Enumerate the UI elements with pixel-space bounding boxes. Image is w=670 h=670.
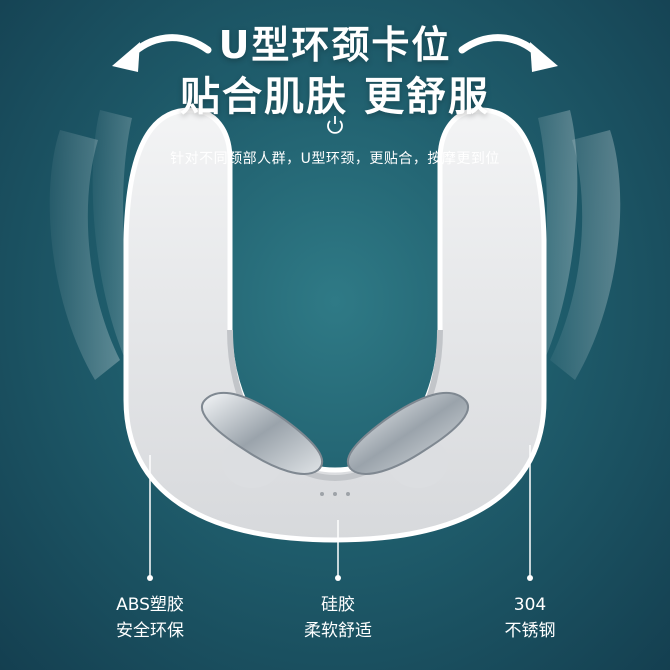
callout-steel: 304 不锈钢 bbox=[460, 592, 600, 644]
indicator-dot bbox=[333, 492, 337, 496]
callout-leader-abs bbox=[147, 455, 153, 581]
curved-arrow-left-head bbox=[112, 42, 140, 72]
electrode-left bbox=[200, 391, 324, 475]
indicator-dot bbox=[320, 492, 324, 496]
callout-leader-steel bbox=[527, 445, 533, 581]
headline-line1: U型环颈卡位 bbox=[218, 23, 452, 67]
subtitle: 针对不同颈部人群，U型环颈，更贴合，按摩更到位 bbox=[170, 151, 500, 167]
callout-leader-silicone bbox=[335, 520, 341, 581]
callout-abs: ABS塑胶 安全环保 bbox=[80, 592, 220, 644]
ghost-arm-right bbox=[520, 110, 621, 380]
callout-abs-line2: 安全环保 bbox=[116, 621, 184, 641]
callout-silicone-line2: 柔软舒适 bbox=[304, 621, 372, 641]
ghost-arm-left bbox=[49, 110, 150, 380]
callout-silicone-line1: 硅胶 bbox=[321, 595, 355, 615]
callout-steel-line2: 不锈钢 bbox=[504, 621, 556, 641]
curved-arrow-right-head bbox=[530, 42, 558, 72]
electrode-right bbox=[346, 391, 470, 475]
indicator-dot bbox=[346, 492, 350, 496]
power-button-icon bbox=[327, 116, 343, 134]
headline-line2: 贴合肌肤 更舒服 bbox=[180, 74, 490, 120]
callout-silicone: 硅胶 柔软舒适 bbox=[268, 592, 408, 644]
callout-abs-line1: ABS塑胶 bbox=[116, 595, 184, 615]
callout-steel-line1: 304 bbox=[513, 595, 547, 615]
